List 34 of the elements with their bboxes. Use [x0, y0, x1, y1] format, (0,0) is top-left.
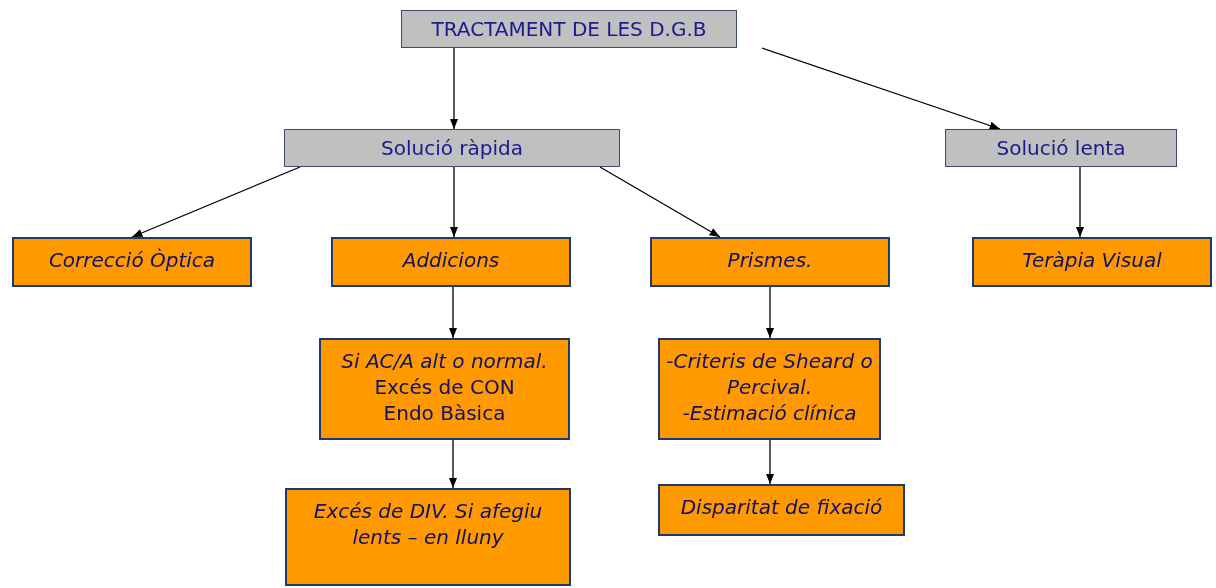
box-text: Disparitat de fixació — [680, 494, 883, 520]
arrow — [761, 47, 1001, 130]
category-box — [284, 129, 620, 167]
box-text: Prismes. — [727, 247, 813, 273]
arrow — [131, 166, 301, 238]
box-text: Teràpia Visual — [1022, 247, 1162, 273]
box-text: -Estimació clínica — [682, 400, 857, 426]
condition-box — [319, 338, 570, 440]
criteria-box — [658, 338, 881, 440]
arrow — [448, 439, 458, 489]
box-text: Solució lenta — [996, 135, 1126, 161]
condition-box — [285, 488, 571, 586]
box-text: Solució ràpida — [381, 135, 523, 161]
title-box — [401, 10, 737, 48]
arrow — [449, 47, 459, 130]
box-text: -Criteris de Sheard o Percival. — [666, 348, 873, 400]
arrow — [448, 286, 458, 339]
box-text: Addicions — [402, 247, 500, 273]
box-text: Endo Bàsica — [383, 400, 506, 426]
box-text: Si AC/A alt o normal. Excés de CON — [340, 348, 549, 400]
arrow — [765, 286, 775, 339]
arrow — [765, 439, 775, 485]
treatment-box — [12, 237, 252, 287]
arrow — [1075, 166, 1085, 238]
box-text: Correcció Òptica — [48, 247, 216, 273]
arrow — [599, 166, 721, 238]
arrow — [449, 166, 459, 238]
treatment-box — [972, 237, 1212, 287]
category-box — [945, 129, 1177, 167]
criteria-box — [658, 484, 905, 536]
box-text: Excés de DIV. Si afegiu lents – en lluny — [312, 498, 544, 550]
treatment-box — [331, 237, 571, 287]
treatment-box — [650, 237, 890, 287]
box-text: TRACTAMENT DE LES D.G.B — [431, 16, 707, 42]
